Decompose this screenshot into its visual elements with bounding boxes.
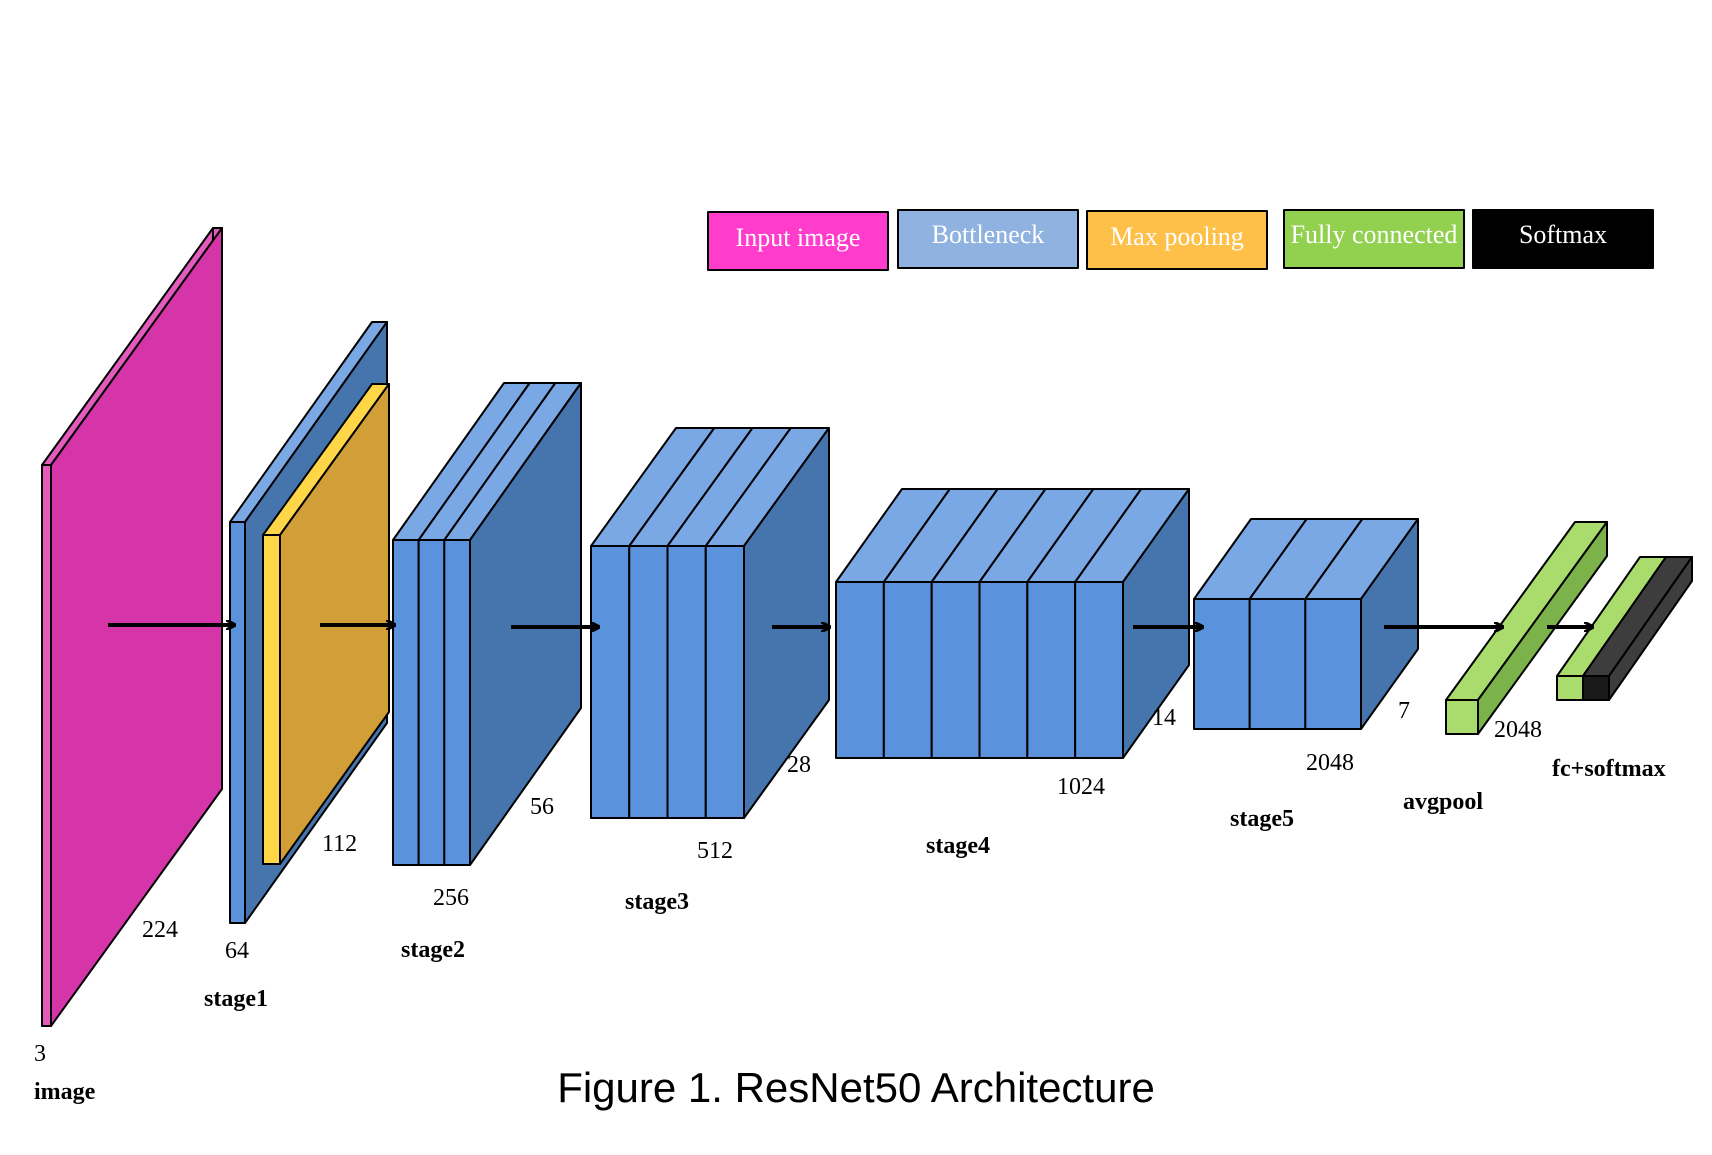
- stage1-bottleneck-front: [229, 521, 246, 924]
- stage3-slab-3-front: [666, 545, 707, 819]
- avgpool-front: [1445, 699, 1479, 735]
- stage4-slab-3-front: [930, 581, 981, 759]
- block-avgpool: [1445, 521, 1608, 735]
- stage3-slab-1-front: [590, 545, 631, 819]
- stage1-size-label: 112: [322, 831, 357, 857]
- stage5-slab-2-front: [1248, 598, 1307, 730]
- stage4-slab-5-front: [1026, 581, 1077, 759]
- stage1-maxpool-edge: [262, 534, 281, 865]
- legend-label-bottleneck: Bottleneck: [932, 220, 1045, 249]
- stage2-label: stage2: [401, 937, 465, 963]
- stage2-slab-3-front: [443, 539, 472, 866]
- stage3-slab-2-front: [628, 545, 669, 819]
- legend-label-input-image: Input image: [736, 223, 861, 252]
- stage1-channels-label: 64: [225, 938, 249, 964]
- avgpool-channels-label: 2048: [1494, 717, 1542, 743]
- stage5-label: stage5: [1230, 806, 1294, 832]
- stage5-slab-1-front: [1193, 598, 1251, 730]
- stage4-size-label: 14: [1152, 705, 1176, 731]
- image-channels-label: 3: [34, 1041, 46, 1067]
- stage3-channels-label: 512: [697, 838, 733, 864]
- stage5-slab-3-front: [1304, 598, 1363, 730]
- block-fc-softmax: [1556, 556, 1693, 701]
- stage4-slab-1-front: [835, 581, 885, 759]
- image-edge-face: [41, 464, 52, 1027]
- legend-item-input-image: Input image: [707, 211, 889, 271]
- stage-labels: image stage1 stage2 stage3 stage4 stage5…: [34, 756, 1666, 1105]
- legend-label-max-pooling: Max pooling: [1110, 222, 1244, 251]
- fc-front: [1556, 675, 1584, 701]
- stage2-slab-1-front: [392, 539, 420, 866]
- stage5-size-label: 7: [1398, 698, 1410, 724]
- legend-label-fully-connected: Fully connected: [1291, 220, 1458, 249]
- stage2-slab-2-front: [417, 539, 446, 866]
- avgpool-label: avgpool: [1403, 789, 1483, 815]
- block-stage3: [590, 427, 830, 819]
- stage4-slab-2-front: [882, 581, 933, 759]
- stage4-channels-label: 1024: [1057, 774, 1105, 800]
- block-stage2: [392, 382, 582, 866]
- legend-label-softmax: Softmax: [1519, 220, 1607, 249]
- flow-arrows: [108, 625, 1592, 627]
- legend-item-max-pooling: Max pooling: [1086, 210, 1268, 270]
- stage1-label: stage1: [204, 986, 268, 1012]
- block-stage5: [1193, 518, 1419, 730]
- legend-item-bottleneck: Bottleneck: [897, 209, 1079, 269]
- legend-item-fully-connected: Fully connected: [1283, 209, 1465, 269]
- stage3-size-label: 28: [787, 752, 811, 778]
- stage5-channels-label: 2048: [1306, 750, 1354, 776]
- dimension-labels: 224 3 64 112 256 56 512 28 1024 14 2048 …: [34, 698, 1542, 1067]
- stage4-label: stage4: [926, 833, 990, 859]
- legend-item-softmax: Softmax: [1472, 209, 1654, 269]
- stage3-slab-4-front: [704, 545, 745, 819]
- legend: Input image Bottleneck Max pooling Fully…: [707, 209, 1654, 271]
- softmax-front: [1582, 675, 1610, 701]
- image-label: image: [34, 1079, 96, 1105]
- figure-caption: Figure 1. ResNet50 Architecture: [557, 1064, 1155, 1111]
- stage3-label: stage3: [625, 889, 689, 915]
- stage4-slab-4-front: [978, 581, 1029, 759]
- stage4-slab-6-front: [1074, 581, 1124, 759]
- image-size-label: 224: [142, 917, 178, 943]
- stage2-size-label: 56: [530, 794, 554, 820]
- stage2-channels-label: 256: [433, 885, 469, 911]
- fc-softmax-label: fc+softmax: [1552, 756, 1666, 782]
- block-stage4: [835, 488, 1190, 759]
- block-stage1: [229, 321, 390, 924]
